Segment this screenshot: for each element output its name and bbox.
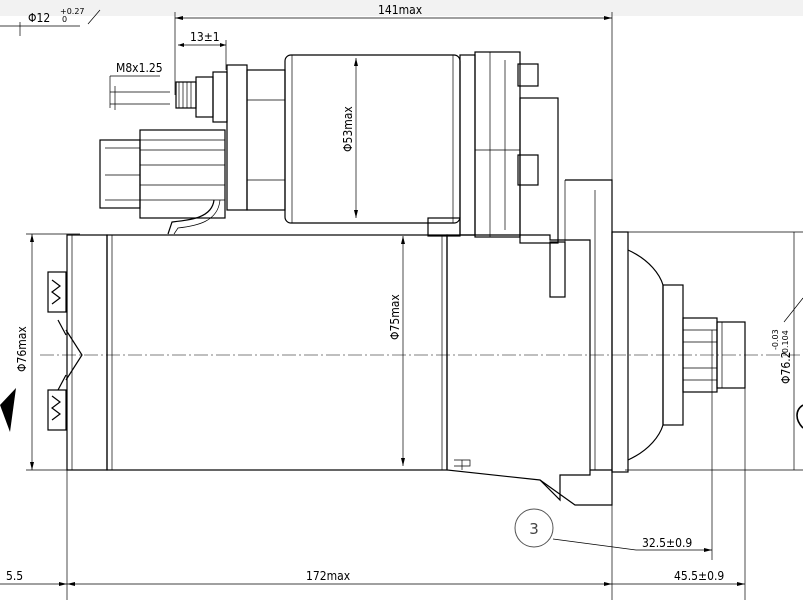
callout-number: 3	[529, 520, 539, 538]
dim-thread: M8x1.25	[116, 61, 163, 75]
dim-pilot-dia: Φ76.2	[779, 351, 793, 384]
callout-bubble: 3	[514, 508, 554, 548]
dim-pilot-tol-lower: -0.104	[781, 330, 790, 356]
dim-top-bore: Φ12	[28, 11, 50, 25]
dim-top-bore-tol-upper: +0.27	[60, 7, 85, 16]
connector	[99, 129, 226, 235]
dim-flange-dia: Φ76max	[15, 326, 29, 372]
dim-pilot-tol-upper: -0.03	[771, 329, 780, 350]
dim-overall-length: 141max	[378, 3, 423, 17]
view-marker-icon	[0, 388, 16, 432]
nose-pinion	[611, 231, 746, 473]
solenoid	[175, 51, 559, 244]
dim-pinion-length: 45.5±0.9	[674, 569, 724, 583]
right-view-marker	[796, 404, 803, 429]
dim-left-offset: 5.5	[6, 569, 23, 583]
dim-body-length: 172max	[306, 569, 351, 583]
dim-solenoid-dia: Φ53max	[341, 106, 355, 152]
dim-pinion-offset: 32.5±0.9	[642, 536, 692, 550]
dim-body-dia: Φ75max	[388, 294, 402, 340]
dim-terminal-offset: 13±1	[190, 30, 220, 44]
dim-top-bore-tol-lower: 0	[62, 15, 67, 24]
title-strip	[0, 0, 803, 16]
motor-body	[47, 179, 613, 506]
